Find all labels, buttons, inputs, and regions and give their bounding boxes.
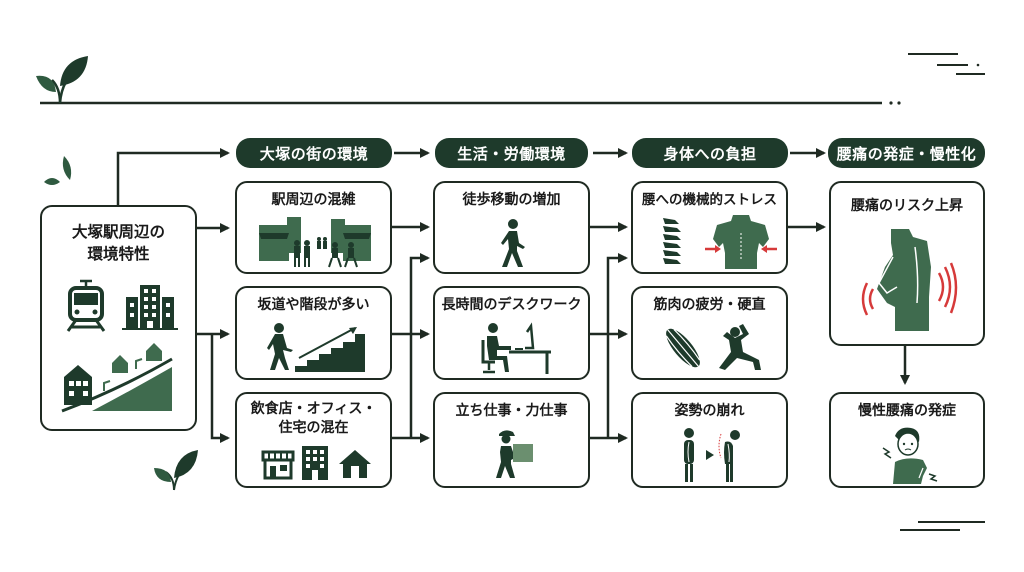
- stage-header-life-work-environment: 生活・労働環境: [435, 138, 588, 168]
- carrying-box-icon: [496, 430, 533, 478]
- card-muscle-fatigue: 筋肉の疲労・硬直: [631, 286, 788, 380]
- card-station-congestion: 駅周辺の混雑: [235, 181, 392, 274]
- muscle-icon: [665, 328, 701, 368]
- card-walking-increase: 徒歩移動の増加: [433, 181, 590, 274]
- card-mixed-use: 飲食店・オフィス・ 住宅の混在: [235, 392, 392, 488]
- card-title: 慢性腰痛の発症: [858, 403, 956, 419]
- crowded-street-icon: [259, 217, 371, 268]
- climbing-stairs-icon: [267, 323, 365, 372]
- leaves-icon: [44, 156, 72, 185]
- card-chronic-back-pain: 慢性腰痛の発症: [829, 392, 985, 488]
- card-title-line1: 飲食店・オフィス・: [250, 401, 377, 417]
- shop-icon: [261, 450, 295, 480]
- house-icon: [339, 450, 371, 478]
- sprout-icon: [36, 56, 88, 104]
- card-long-desk-work: 長時間のデスクワーク: [433, 286, 590, 380]
- person-in-pain-icon: [882, 427, 938, 484]
- walking-person-icon: [501, 219, 525, 267]
- hillside-houses-icon: [61, 343, 173, 413]
- source-title-line2: 環境特性: [87, 245, 150, 263]
- card-title: 坂道や階段が多い: [257, 297, 370, 313]
- card-title: 長時間のデスクワーク: [441, 297, 582, 313]
- lower-back-compression-icon: [705, 215, 777, 269]
- office-building-icon: [122, 285, 178, 330]
- card-title: 徒歩移動の増加: [462, 192, 561, 208]
- spine-icon: [663, 218, 681, 264]
- card-title: 筋肉の疲労・硬直: [653, 297, 766, 313]
- office-icon: [302, 446, 328, 480]
- source-card: 大塚駅周辺の 環境特性: [40, 205, 197, 431]
- stage-header-onset-chronic: 腰痛の発症・慢性化: [828, 138, 985, 168]
- card-back-pain-risk: 腰痛のリスク上昇: [829, 181, 985, 346]
- stage-header-town-environment: 大塚の街の環境: [236, 138, 392, 168]
- card-title: 腰への機械的ストレス: [642, 192, 777, 208]
- card-title: 腰痛のリスク上昇: [851, 198, 963, 214]
- train-icon: [66, 279, 106, 332]
- desk-worker-icon: [481, 322, 551, 374]
- slouched-posture-icon: [718, 430, 740, 482]
- source-title-line1: 大塚駅周辺の: [71, 223, 165, 241]
- card-title: 立ち仕事・力仕事: [455, 403, 568, 419]
- stage-header-physical-burden: 身体への負担: [632, 138, 788, 168]
- source-title: 大塚駅周辺の 環境特性: [42, 221, 195, 265]
- card-standing-physical-work: 立ち仕事・力仕事: [433, 392, 590, 488]
- card-title: 駅周辺の混雑: [271, 192, 356, 208]
- sprout-icon: [154, 450, 198, 491]
- card-title: 姿勢の崩れ: [674, 403, 745, 419]
- card-title-line2: 住宅の混在: [278, 420, 349, 436]
- stretching-person-icon: [719, 324, 761, 370]
- card-mechanical-stress: 腰への機械的ストレス: [631, 181, 788, 274]
- card-slopes-stairs: 坂道や階段が多い: [235, 286, 392, 380]
- card-title: 飲食店・オフィス・ 住宅の混在: [237, 400, 390, 438]
- card-posture-collapse: 姿勢の崩れ: [631, 392, 788, 488]
- upright-posture-icon: [684, 428, 694, 482]
- back-pain-icon: [861, 229, 958, 331]
- arrow-right-icon: [706, 450, 714, 460]
